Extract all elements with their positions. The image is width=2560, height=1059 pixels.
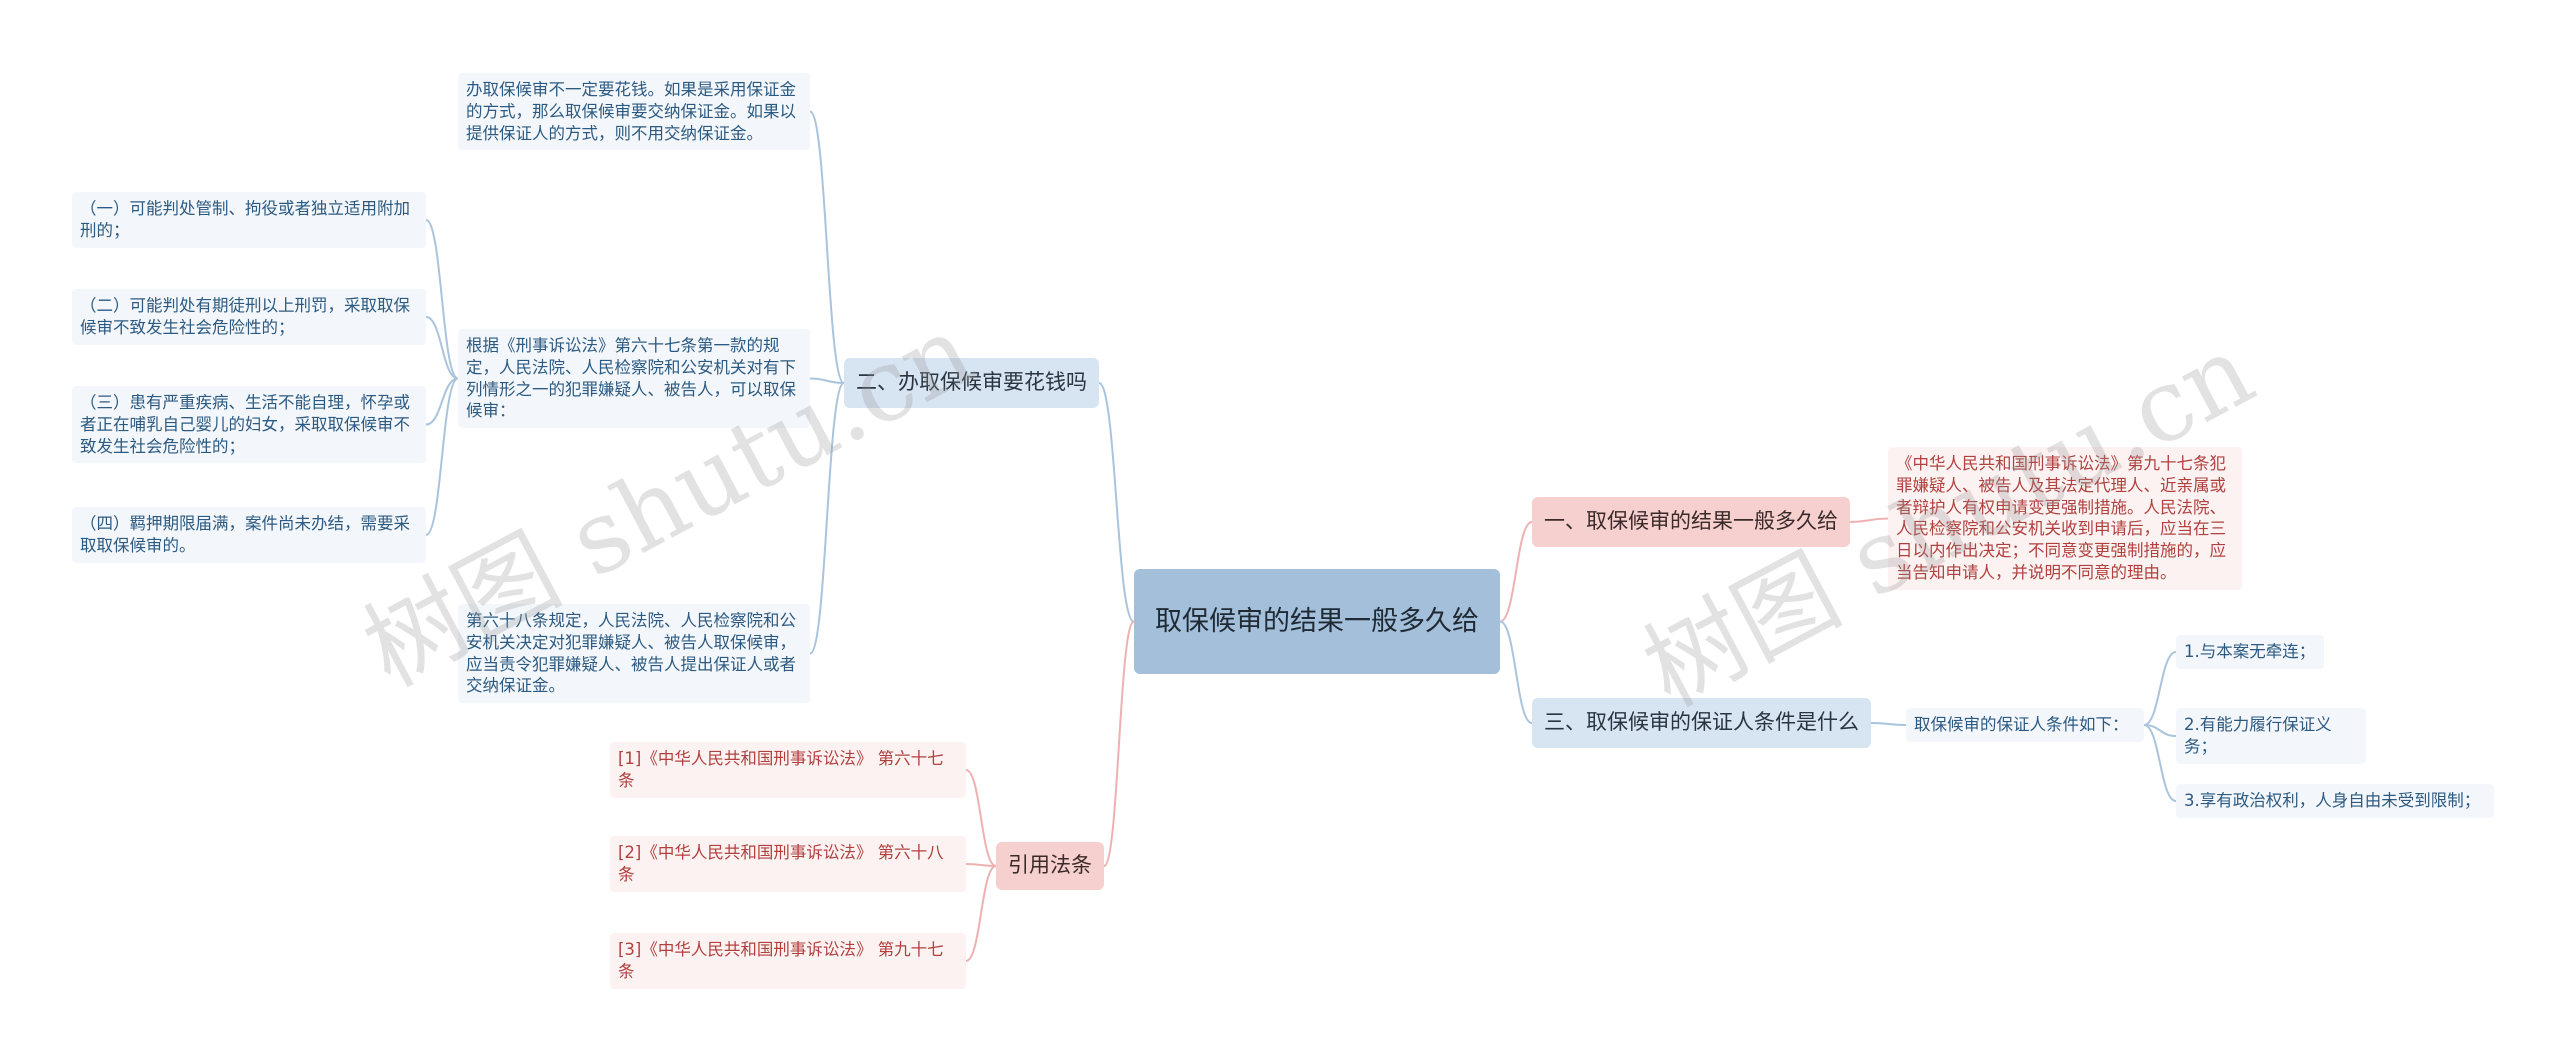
link-root-branch3 xyxy=(1499,620,1533,724)
guarantor-condition-3[interactable]: 3.享有政治权利，人身自由未受到限制； xyxy=(2176,784,2494,818)
leaf-condition-1[interactable]: （一）可能判处管制、拘役或者独立适用附加刑的； xyxy=(72,192,426,248)
link-root-branch1 xyxy=(1499,521,1533,623)
link-branch2-leaf-2 xyxy=(809,382,845,655)
guarantor-condition-2[interactable]: 2.有能力履行保证义务； xyxy=(2176,708,2366,764)
citation-item-1[interactable]: [1]《中华人民共和国刑事诉讼法》 第六十七条 xyxy=(610,742,966,798)
leaf-condition-2[interactable]: （二）可能判处有期徒刑以上刑罚，采取取保候审不致发生社会危险性的； xyxy=(72,289,426,345)
link-branch1-leaf xyxy=(1849,517,1889,523)
link-root-cite xyxy=(1103,620,1135,867)
link-cite-item-0 xyxy=(965,769,997,867)
leaf-condition-4[interactable]: （四）羁押期限届满，案件尚未办结，需要采取取保候审的。 xyxy=(72,507,426,563)
leaf-condition-3[interactable]: （三）患有严重疾病、生活不能自理，怀孕或者正在哺乳自己婴儿的妇女，采取取保候审不… xyxy=(72,386,426,464)
link-branch2-leaf-1 xyxy=(809,377,845,384)
link-root-branch2 xyxy=(1098,382,1135,623)
leaf-article-97[interactable]: 《中华人民共和国刑事诉讼法》第九十七条犯罪嫌疑人、被告人及其法定代理人、近亲属或… xyxy=(1888,447,2242,590)
link-art67-cond-0 xyxy=(425,219,459,380)
link-branch3-intro xyxy=(1870,722,1907,726)
branch-guarantor-conditions[interactable]: 三、取保候审的保证人条件是什么 xyxy=(1532,698,1871,748)
link-art67-cond-3 xyxy=(425,377,459,536)
guarantor-condition-1[interactable]: 1.与本案无牵连； xyxy=(2176,635,2324,669)
link-intro-cond-0 xyxy=(2143,651,2177,726)
link-branch2-leaf-0 xyxy=(809,110,845,384)
link-cite-item-1 xyxy=(965,863,997,867)
branch-result-timing[interactable]: 一、取保候审的结果一般多久给 xyxy=(1532,497,1850,547)
root-topic[interactable]: 取保候审的结果一般多久给 xyxy=(1134,569,1500,674)
link-cite-item-2 xyxy=(965,865,997,962)
leaf-article-67[interactable]: 根据《刑事诉讼法》第六十七条第一款的规定，人民法院、人民检察院和公安机关对有下列… xyxy=(458,329,810,429)
leaf-article-68[interactable]: 第六十八条规定，人民法院、人民检察院和公安机关决定对犯罪嫌疑人、被告人取保候审，… xyxy=(458,604,810,704)
link-art67-cond-2 xyxy=(425,377,459,426)
leaf-money-explanation[interactable]: 办取保候审不一定要花钱。如果是采用保证金的方式，那么取保候审要交纳保证金。如果以… xyxy=(458,73,810,151)
citation-item-3[interactable]: [3]《中华人民共和国刑事诉讼法》 第九十七条 xyxy=(610,933,966,989)
leaf-guarantor-intro[interactable]: 取保候审的保证人条件如下： xyxy=(1906,708,2144,742)
link-intro-cond-2 xyxy=(2143,724,2177,802)
branch-cited-laws[interactable]: 引用法条 xyxy=(996,842,1104,890)
citation-item-2[interactable]: [2]《中华人民共和国刑事诉讼法》 第六十八条 xyxy=(610,836,966,892)
link-art67-cond-1 xyxy=(425,316,459,380)
branch-cost-of-bail[interactable]: 二、办取保候审要花钱吗 xyxy=(844,358,1099,408)
